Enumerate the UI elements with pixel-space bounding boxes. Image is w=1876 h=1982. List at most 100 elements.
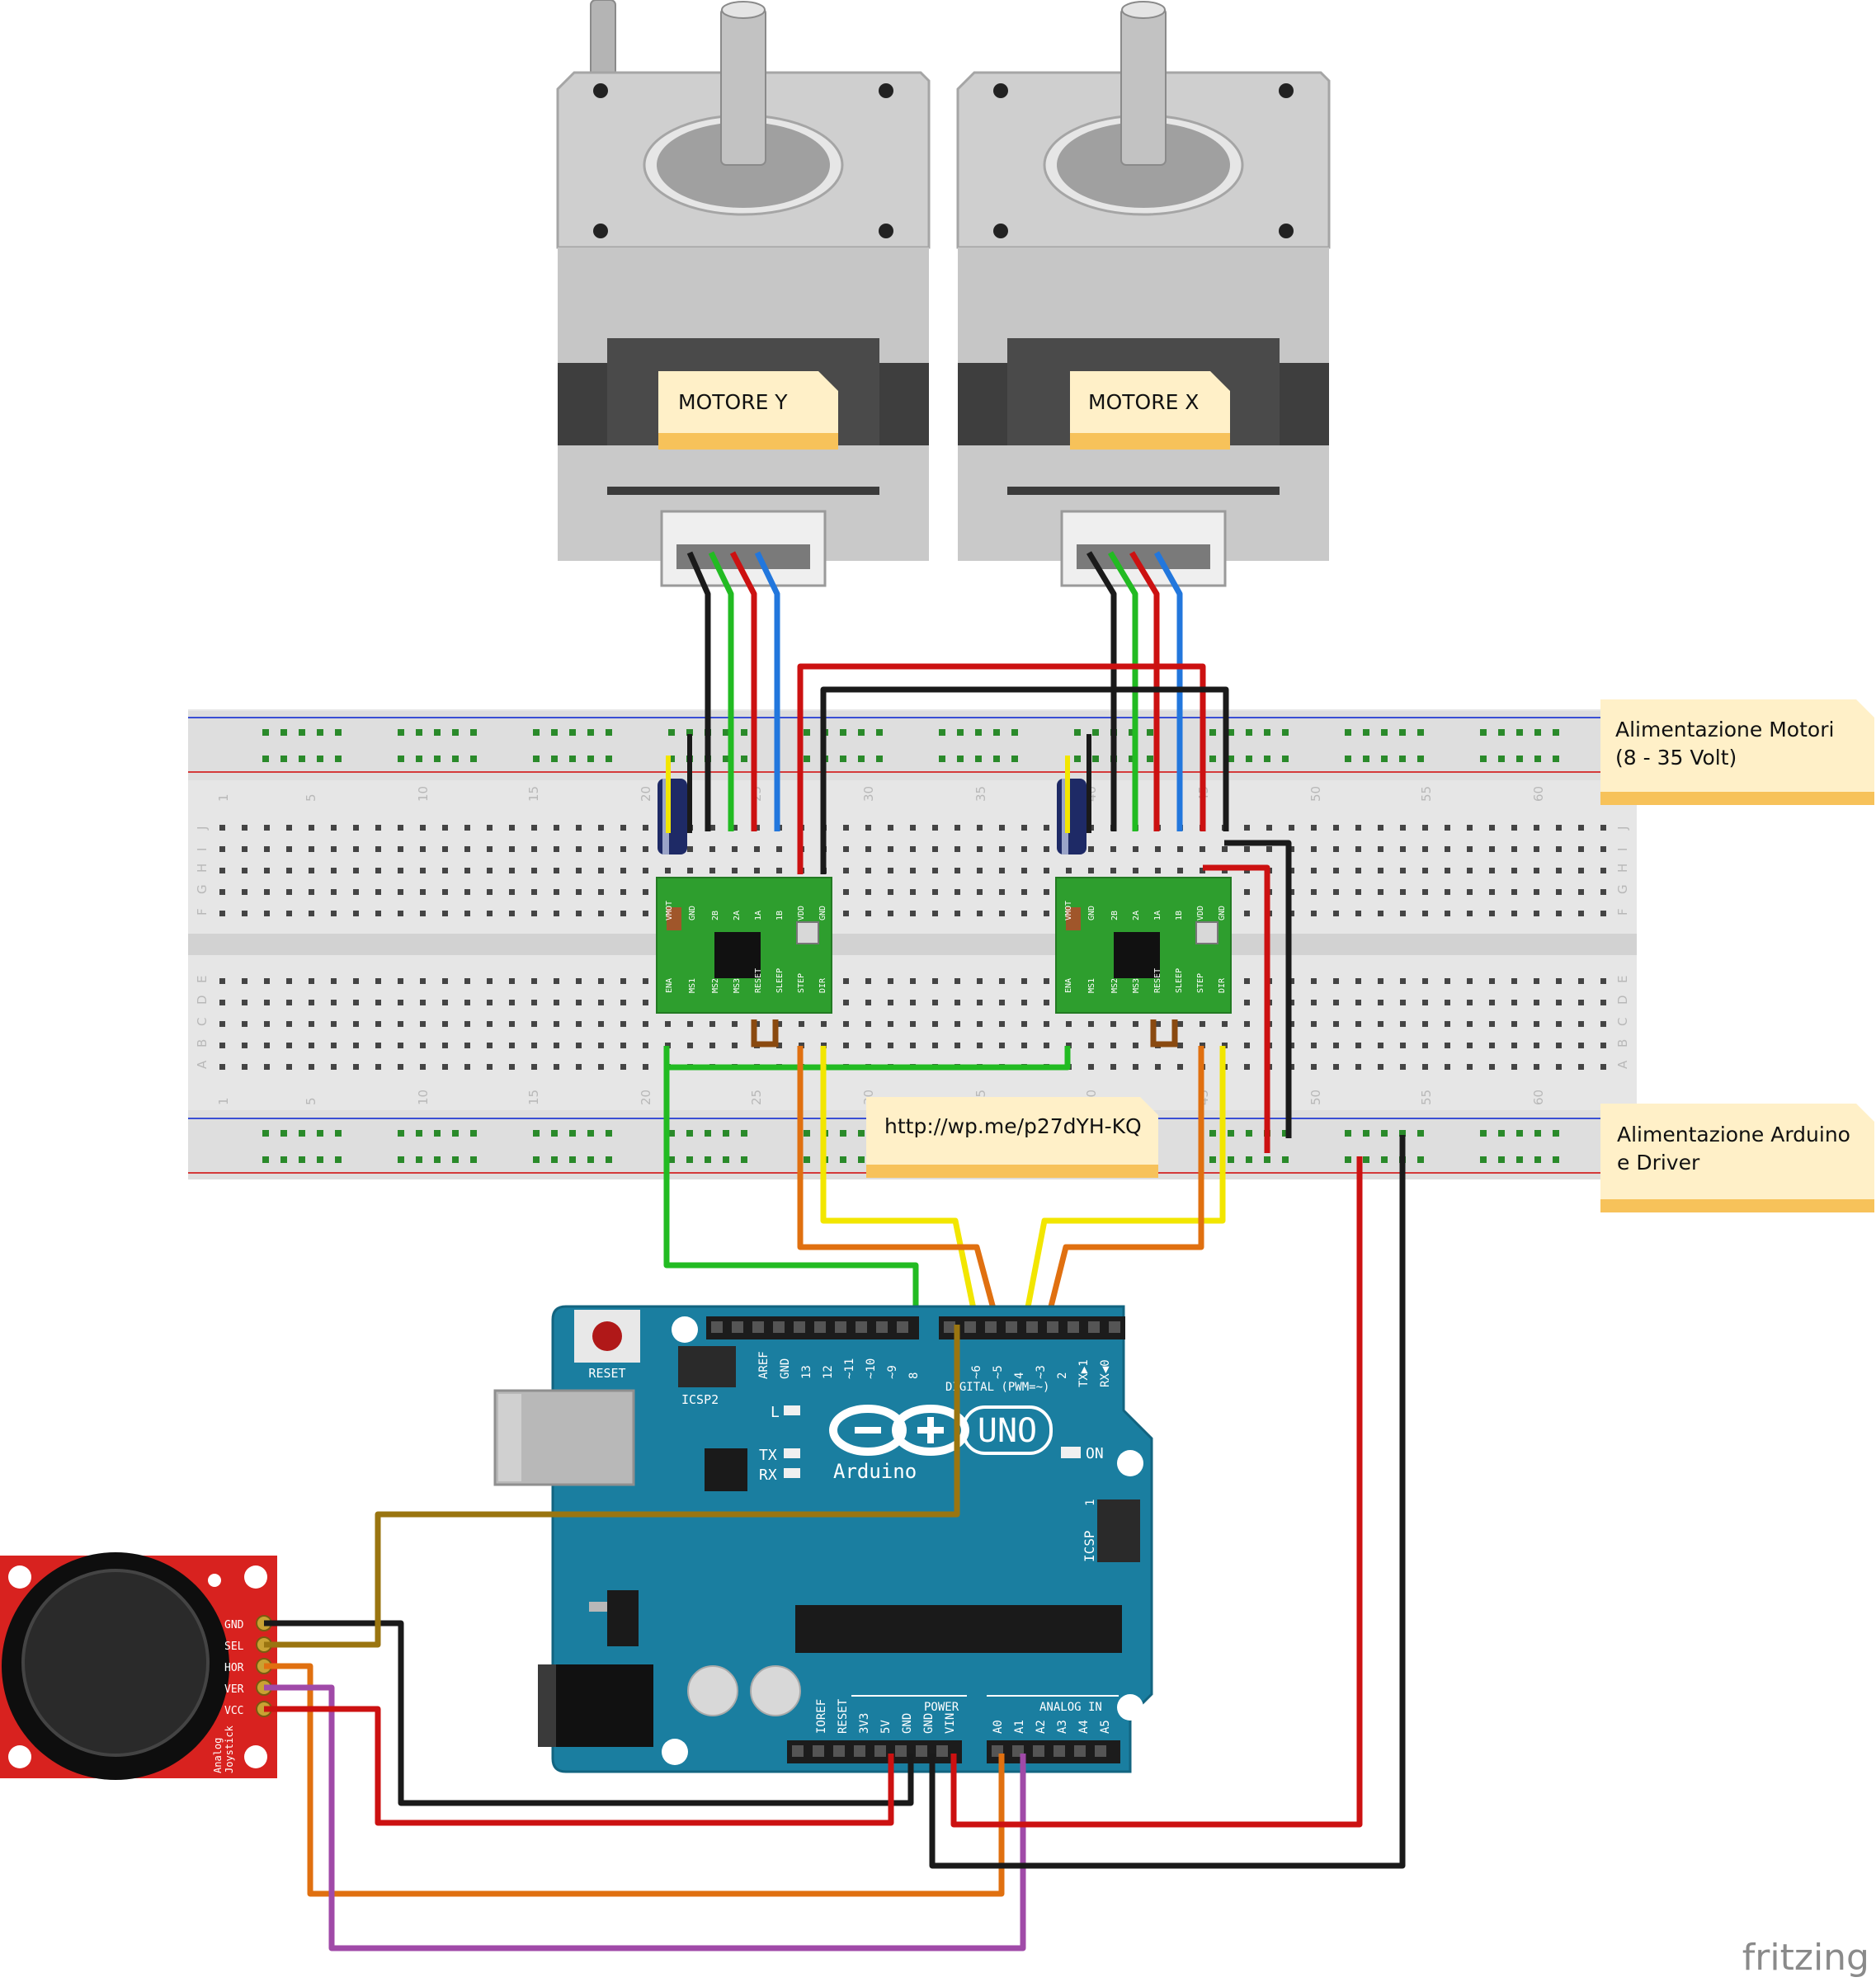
rail-hole bbox=[1534, 729, 1541, 736]
breadboard-hole bbox=[1177, 846, 1183, 852]
breadboard-hole bbox=[843, 825, 849, 831]
breadboard-hole bbox=[1534, 868, 1539, 873]
note-band bbox=[1070, 433, 1230, 450]
rail-hole bbox=[1417, 729, 1424, 736]
pin-label: MS3 bbox=[733, 978, 742, 993]
rail-hole bbox=[262, 1130, 269, 1137]
breadboard-hole bbox=[620, 1043, 626, 1048]
rail-hole bbox=[876, 729, 883, 736]
rail-hole bbox=[1345, 1130, 1351, 1137]
url-link[interactable]: http://wp.me/p27dYH-KQ bbox=[884, 1114, 1142, 1138]
pin-label: GND bbox=[901, 1713, 914, 1734]
breadboard-hole bbox=[910, 889, 916, 895]
breadboard-hole bbox=[1578, 1000, 1584, 1005]
pin-label: VIN bbox=[944, 1713, 957, 1734]
breadboard-hole bbox=[1445, 1064, 1450, 1070]
header-pins bbox=[711, 1321, 1120, 1333]
breadboard-hole bbox=[1578, 1043, 1584, 1048]
breadboard-hole bbox=[620, 868, 626, 873]
breadboard-hole bbox=[932, 978, 938, 984]
pin-label: ~9 bbox=[886, 1365, 899, 1379]
pin-label: GND bbox=[1087, 906, 1096, 920]
rail-hole bbox=[280, 729, 287, 736]
breadboard-hole bbox=[977, 1043, 983, 1048]
led-tx-label: TX bbox=[759, 1447, 777, 1464]
breadboard-hole bbox=[865, 1043, 871, 1048]
breadboard-hole bbox=[709, 846, 715, 852]
joystick-knob[interactable] bbox=[21, 1569, 210, 1757]
breadboard-hole bbox=[1355, 889, 1361, 895]
breadboard-hole bbox=[242, 846, 247, 852]
pin-label: GND bbox=[1218, 906, 1227, 920]
breadboard-hole bbox=[1556, 1021, 1562, 1027]
breadboard-hole bbox=[1133, 1043, 1138, 1048]
breadboard-hole bbox=[754, 868, 760, 873]
rail-hole bbox=[1147, 756, 1153, 762]
breadboard-hole bbox=[865, 978, 871, 984]
breadboard-hole bbox=[1400, 1064, 1406, 1070]
breadboard-hole bbox=[709, 1021, 715, 1027]
row-letter: H bbox=[195, 864, 210, 873]
breadboard-hole bbox=[799, 1021, 804, 1027]
breadboard-hole bbox=[531, 889, 537, 895]
breadboard-hole bbox=[442, 1043, 448, 1048]
rail-hole bbox=[398, 756, 404, 762]
breadboard-hole bbox=[1445, 1021, 1450, 1027]
pin-label: MS1 bbox=[1087, 978, 1096, 993]
breadboard-hole bbox=[1400, 1000, 1406, 1005]
breadboard-hole bbox=[709, 1043, 715, 1048]
breadboard-hole bbox=[910, 978, 916, 984]
breadboard-hole bbox=[286, 846, 292, 852]
breadboard-hole bbox=[1110, 868, 1116, 873]
breadboard-hole bbox=[1044, 978, 1049, 984]
breadboard-hole bbox=[732, 846, 738, 852]
pin-label: SLEEP bbox=[775, 968, 785, 993]
note-line-2: e Driver bbox=[1617, 1151, 1700, 1175]
breadboard-hole bbox=[286, 825, 292, 831]
breadboard-hole bbox=[264, 1021, 270, 1027]
uno-label: UNO bbox=[978, 1412, 1037, 1450]
rail-hole bbox=[335, 1156, 342, 1163]
pin-label: STEP bbox=[1196, 973, 1205, 993]
breadboard-hole bbox=[709, 868, 715, 873]
breadboard-hole bbox=[843, 889, 849, 895]
power-label: POWER bbox=[924, 1701, 959, 1714]
breadboard-hole bbox=[375, 889, 381, 895]
breadboard-hole bbox=[1467, 825, 1473, 831]
breadboard-hole bbox=[554, 1000, 559, 1005]
breadboard-hole bbox=[309, 889, 314, 895]
breadboard-hole bbox=[420, 1021, 426, 1027]
note-url: http://wp.me/p27dYH-KQ bbox=[866, 1097, 1158, 1178]
breadboard-hole bbox=[1311, 868, 1317, 873]
header-pin bbox=[1006, 1321, 1017, 1333]
pin-label: 1B bbox=[1175, 911, 1184, 920]
reset-button[interactable] bbox=[592, 1321, 622, 1351]
rail-hole bbox=[1534, 1156, 1541, 1163]
row-letter: A bbox=[1615, 1060, 1630, 1069]
breadboard-hole bbox=[1511, 1064, 1517, 1070]
breadboard-hole bbox=[1556, 889, 1562, 895]
breadboard-hole bbox=[1578, 1021, 1584, 1027]
breadboard-hole bbox=[821, 1021, 827, 1027]
rail-hole bbox=[858, 1130, 865, 1137]
breadboard-hole bbox=[1422, 1000, 1428, 1005]
breadboard-hole bbox=[977, 889, 983, 895]
breadboard-hole bbox=[843, 978, 849, 984]
breadboard-hole bbox=[1311, 1043, 1317, 1048]
breadboard-hole bbox=[732, 868, 738, 873]
breadboard-hole bbox=[1600, 1064, 1606, 1070]
arduino-logo: UNO Arduino bbox=[829, 1405, 1053, 1483]
wire-orange bbox=[1041, 1046, 1204, 1334]
rail-hole bbox=[1381, 729, 1388, 736]
pin-label: TX▶1 bbox=[1077, 1359, 1091, 1387]
pin-label: A1 bbox=[1013, 1720, 1026, 1734]
rail-hole bbox=[1480, 756, 1487, 762]
pin-label: GND bbox=[818, 906, 827, 920]
breadboard-hole bbox=[576, 889, 582, 895]
header-pin bbox=[1026, 1321, 1038, 1333]
breadboard-hole bbox=[888, 846, 893, 852]
breadboard-hole bbox=[620, 825, 626, 831]
rail-hole bbox=[1399, 756, 1406, 762]
rail-hole bbox=[741, 1156, 747, 1163]
header-pin bbox=[813, 1745, 824, 1757]
